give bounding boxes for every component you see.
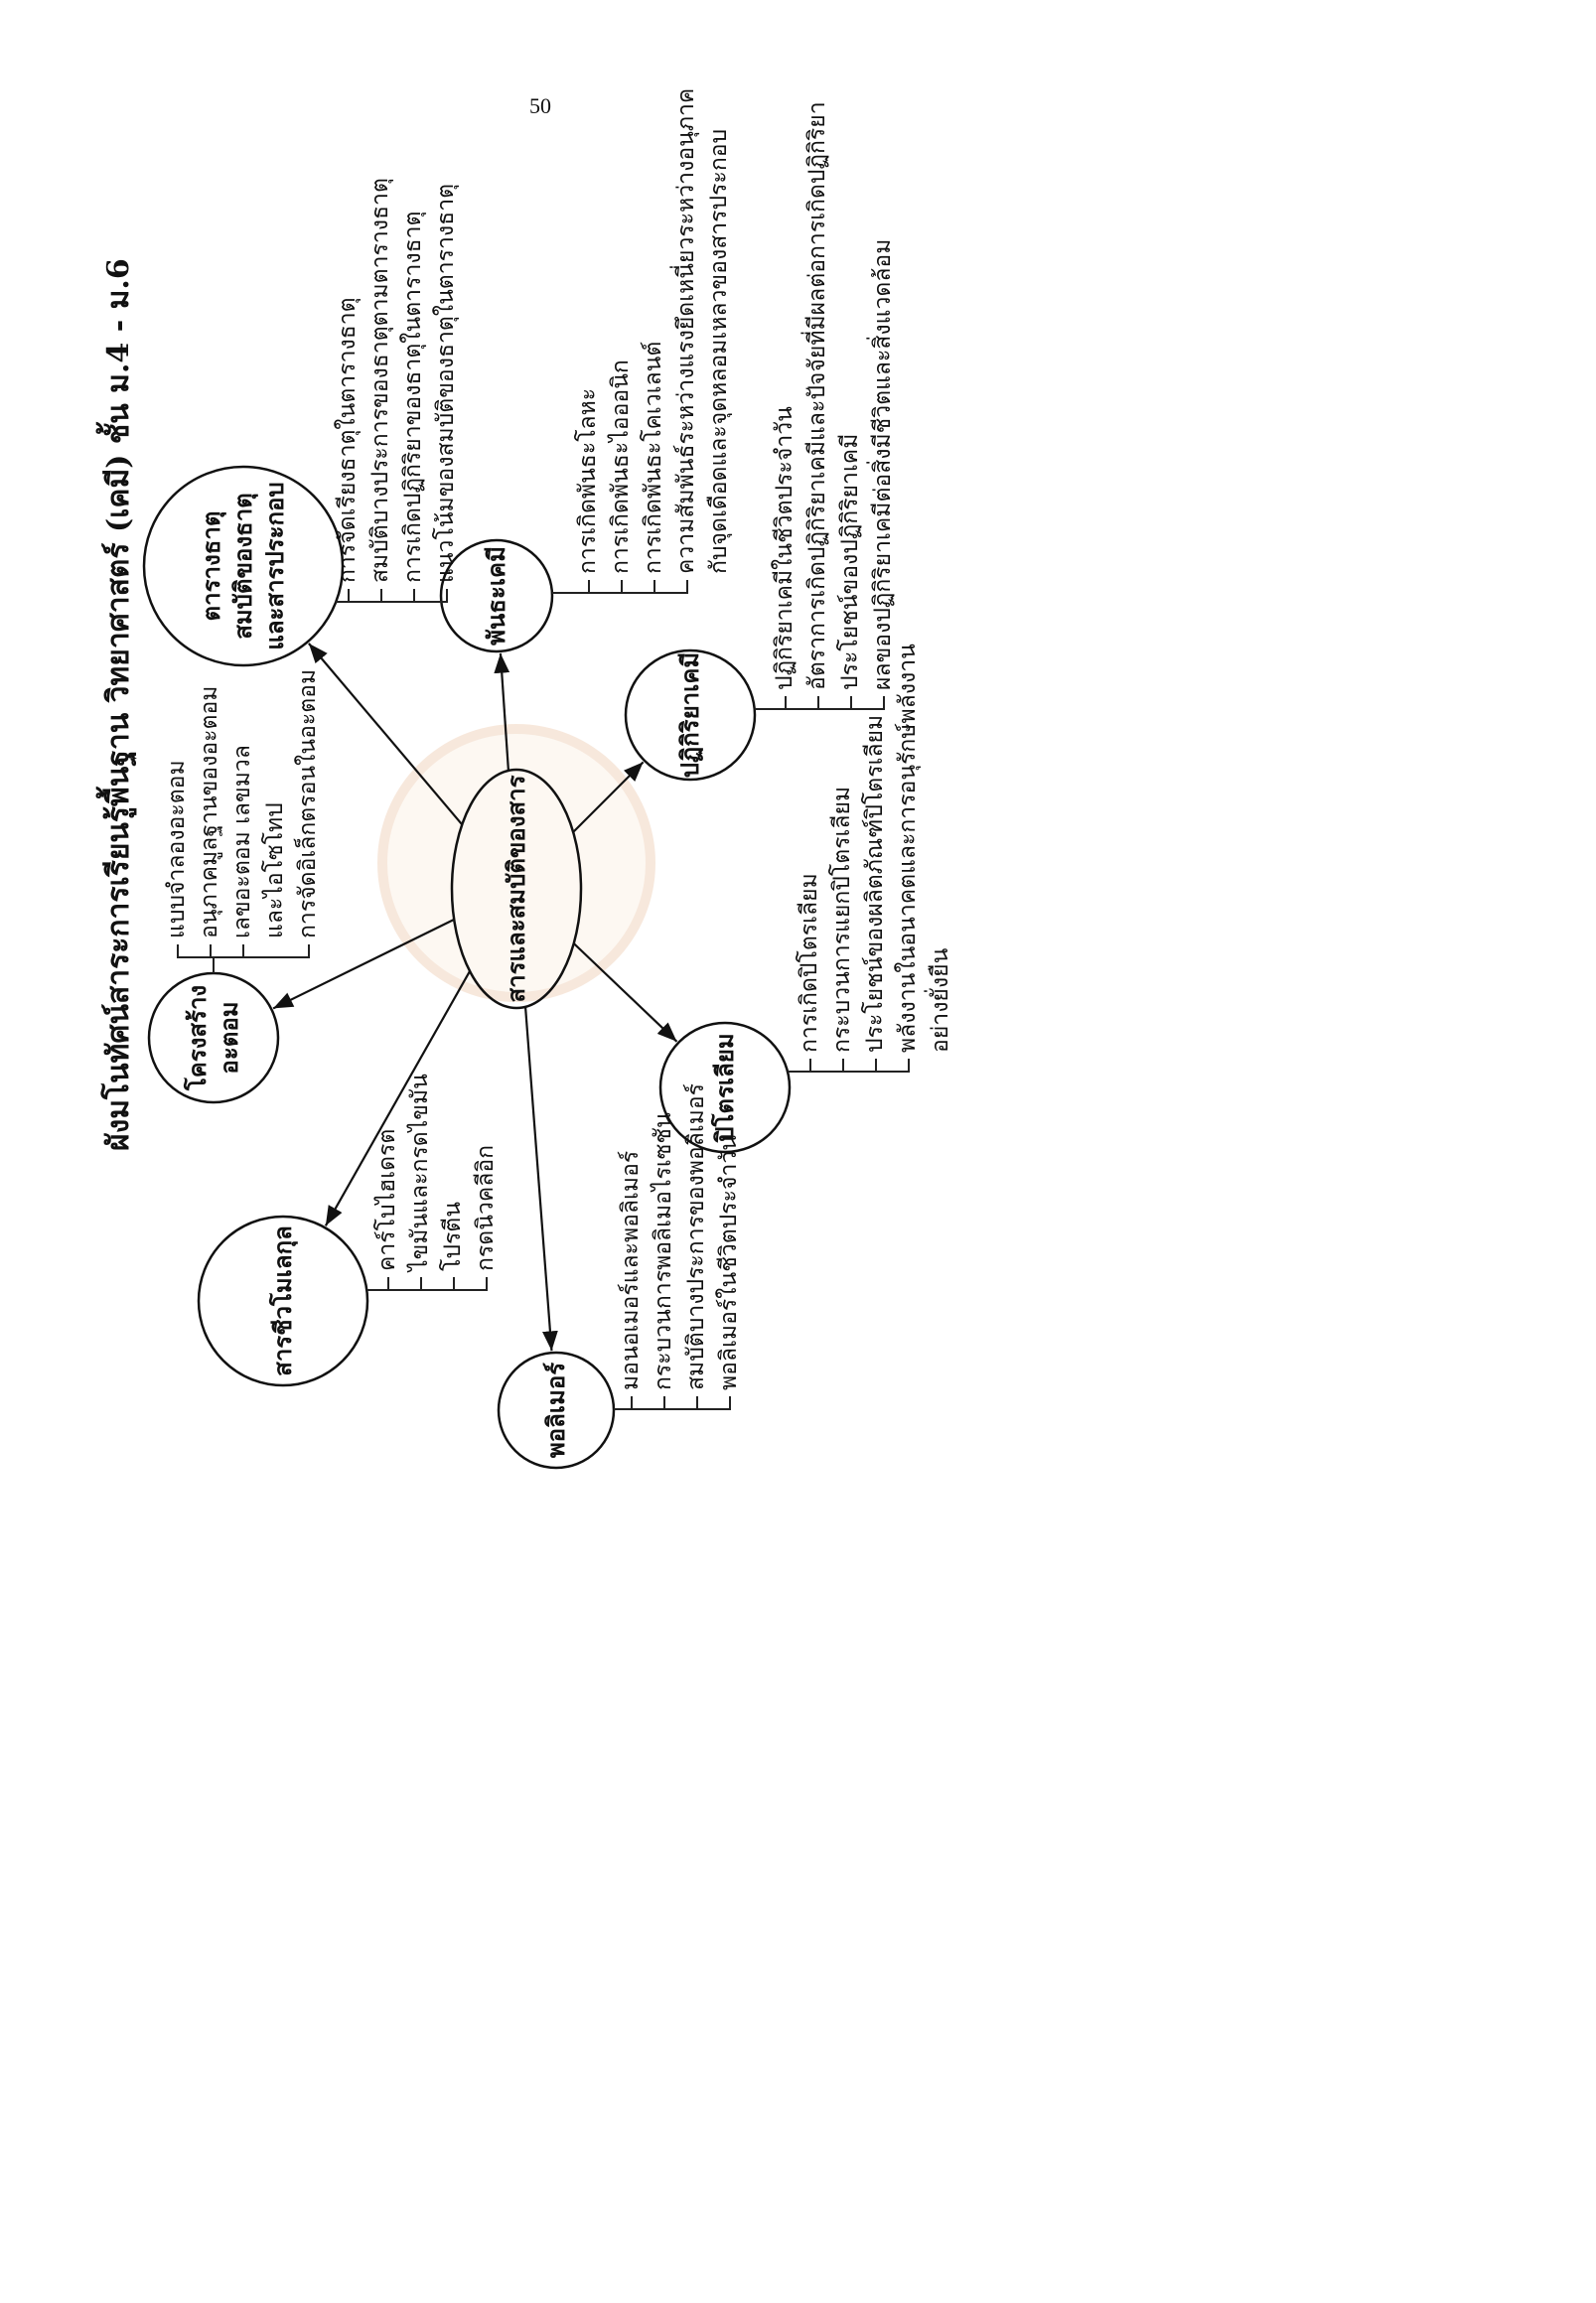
chemical-reaction-circle <box>624 648 757 782</box>
subtopic-item: ปฏิกิริยาเคมีในชีวิตประจำวัน <box>769 101 801 710</box>
atomic-structure-arrow <box>272 918 455 1010</box>
subtopic-item: ประโยชน์ของผลิตภัณฑ์ปิโตรเลียม <box>859 644 892 1073</box>
polymer-label: พอลิเมอร์ <box>540 1363 572 1458</box>
node-label-line: พอลิเมอร์ <box>541 1362 570 1459</box>
subtopic-item: อนุภาคมูลฐานของอะตอม <box>194 669 226 958</box>
polymer-subtopics: มอนอเมอร์และพอลิเมอร์กระบวนการพอลิเมอไรเ… <box>615 1083 746 1410</box>
subtopic-item: คาร์โบไฮเดรต <box>371 1074 404 1291</box>
subtopic-item: เลขอะตอม เลขมวล และไอโซโทป <box>226 669 292 958</box>
petroleum-arrow <box>573 942 678 1043</box>
subtopic-item: สมบัติบางประการของพอลิเมอร์ <box>680 1083 713 1410</box>
subtopic-item: ผลของปฏิกิริยาเคมีต่อสิ่งมีชีวิตและสิ่งแ… <box>867 101 900 710</box>
chemical-reaction-subtopics: ปฏิกิริยาเคมีในชีวิตประจำวันอัตราการเกิด… <box>769 101 900 710</box>
subtopic-item: กระบวนการพอลิเมอไรเซชัน <box>648 1083 680 1410</box>
chemical-reaction-label: ปฏิกิริยาเคมี <box>674 652 706 778</box>
node-label-line: สมบัติของธาตุ <box>228 493 257 640</box>
subtopic-item: โปรตีน <box>437 1074 470 1291</box>
subtopic-item: การจัดอิเล็กตรอนในอะตอม <box>292 669 325 958</box>
page-number: 50 <box>529 93 551 118</box>
petroleum-subtopics: การเกิดปิโตรเลียมกระบวนการแยกปิโตรเลียมป… <box>794 644 957 1073</box>
node-label-line: ตารางธาตุ <box>197 510 225 622</box>
subtopic-item: พลังงานในอนาคตและการอนุรักษ์พลังงาน อย่า… <box>892 644 957 1073</box>
subtopic-item: อัตราการเกิดปฏิกิริยาเคมีและปัจจัยที่มีผ… <box>801 101 834 710</box>
subtopic-item: กรดนิวคลีอิก <box>470 1074 503 1291</box>
subtopic-item: พอลิเมอร์ในชีวิตประจำวัน <box>713 1083 746 1410</box>
biomolecule-subtopics: คาร์โบไฮเดรตไขมันและกรดไขมันโปรตีนกรดนิว… <box>371 1074 503 1291</box>
periodic-table-arrow <box>308 643 464 826</box>
atomic-structure-subtopics: แบบจำลองอะตอมอนุภาคมูลฐานของอะตอมเลขอะตอ… <box>161 669 325 958</box>
subtopic-item: ประโยชน์ของปฏิกิริยาเคมี <box>834 101 867 710</box>
subtopic-item: การเกิดปิโตรเลียม <box>794 644 826 1073</box>
subtopic-item: ไขมันและกรดไขมัน <box>404 1074 437 1291</box>
subtopic-item: สมบัติบางประการของธาตุตามตารางธาตุ <box>364 178 397 603</box>
page-title: ผังมโนทัศน์สาระการเรียนรู้พื้นฐาน วิทยาศ… <box>101 258 136 1151</box>
subtopic-item: ความสัมพันธ์ระหว่างแรงยึดเหนี่ยวระหว่างอ… <box>670 88 736 594</box>
chemical-bonding-subtopics: การเกิดพันธะโลหะการเกิดพันธะไอออนิกการเก… <box>572 88 736 594</box>
subtopic-item: การเกิดปฏิกิริยาของธาตุในตารางธาตุ <box>397 178 430 603</box>
atomic-structure-label: โครงสร้างอะตอม <box>182 985 245 1090</box>
subtopic-item: กระบวนการแยกปิโตรเลียม <box>826 644 859 1073</box>
polymer-arrow <box>523 1006 558 1352</box>
node-label-line: โครงสร้าง <box>183 984 212 1091</box>
chemical-bonding-arrow <box>494 652 510 772</box>
node-label-line: อะตอม <box>215 1001 243 1075</box>
periodic-table-label: ตารางธาตุสมบัติของธาตุและสารประกอบ <box>196 482 291 649</box>
subtopic-item: มอนอเมอร์และพอลิเมอร์ <box>615 1083 648 1410</box>
subtopic-item: แบบจำลองอะตอม <box>161 669 194 958</box>
node-label-line: และสารประกอบ <box>260 482 289 650</box>
biomolecule-label: สารชีวโมเลกุล <box>267 1225 299 1376</box>
subtopic-item: การจัดเรียงธาตุในตารางธาตุ <box>332 178 364 603</box>
center-concept-label: สารและสมบัติของสาร <box>502 775 530 1003</box>
subtopic-item: การเกิดพันธะโลหะ <box>572 88 605 594</box>
chemical-bonding-label: พันธะเคมี <box>481 546 512 646</box>
chemical-reaction-arrow <box>572 761 645 833</box>
center-concept-ellipse <box>450 768 583 1010</box>
node-label-line: ปฏิกิริยาเคมี <box>675 651 704 779</box>
node-label-line: พันธะเคมี <box>482 546 510 646</box>
node-label-line: สารชีวโมเลกุล <box>268 1225 297 1376</box>
subtopic-item: การเกิดพันธะโคเวเลนต์ <box>638 88 670 594</box>
biomolecule-circle <box>197 1215 369 1387</box>
subtopic-item: แนวโน้มของสมบัติของธาตุในตารางธาตุ <box>430 178 463 603</box>
periodic-table-subtopics: การจัดเรียงธาตุในตารางธาตุสมบัติบางประกา… <box>332 178 463 603</box>
subtopic-item: การเกิดพันธะไอออนิก <box>605 88 638 594</box>
